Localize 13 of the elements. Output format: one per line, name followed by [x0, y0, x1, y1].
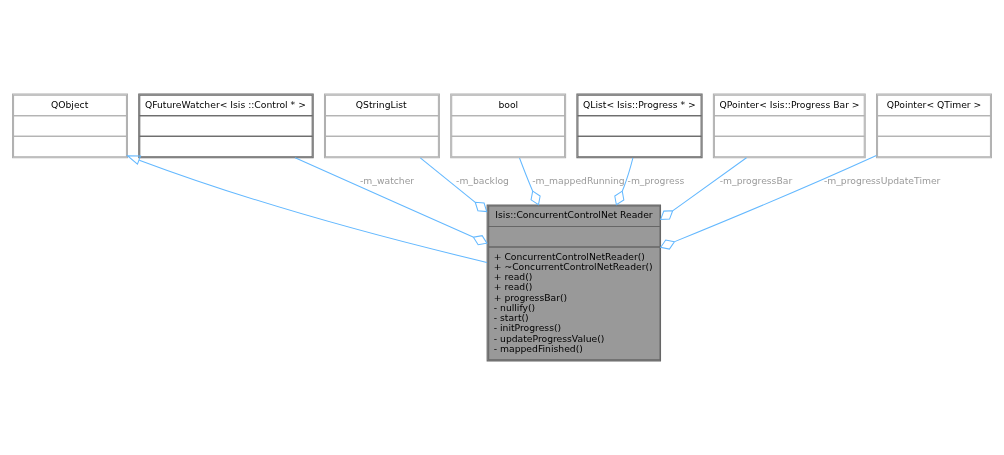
connector	[614, 157, 634, 206]
connector	[294, 157, 488, 246]
edge-label: -m_watcher	[360, 174, 415, 186]
edge-label: -m_progressBar	[719, 174, 793, 186]
arrow	[126, 155, 488, 263]
connector	[659, 157, 747, 220]
edge-label: -m_progressUpdateTimer	[823, 174, 941, 186]
edge-label: -m_mappedRunning	[532, 174, 625, 186]
connector	[419, 157, 488, 213]
edge-label: -m_progress	[627, 174, 685, 186]
edge-label: -m_backlog	[456, 174, 509, 186]
connector	[519, 157, 541, 206]
connector	[659, 154, 877, 250]
